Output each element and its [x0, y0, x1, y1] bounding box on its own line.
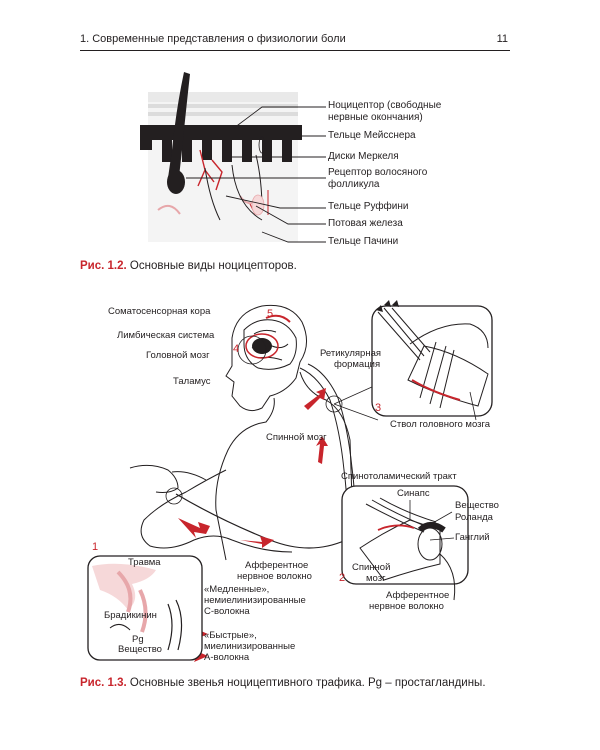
label-brainstem: Ствол головного мозга [390, 419, 491, 430]
label-merkel: Диски Меркеля [328, 151, 399, 162]
label-fast-fibers-2: миелинизированные [204, 641, 296, 652]
label-trauma: Травма [128, 557, 161, 568]
label-slow-fibers-1: «Медленные», [204, 584, 270, 595]
figure-caption-1-3: Рис. 1.3. Основные звенья ноцицептивного… [80, 677, 486, 689]
label-spinal-small-2: мозг [366, 573, 386, 584]
marker-5: 5 [267, 308, 274, 320]
label-nociceptor-2: нервные окончания) [328, 112, 423, 123]
label-bradykinin: Брадикинин [104, 610, 157, 621]
label-reticular-formation-1: Ретикулярная [320, 348, 381, 359]
label-afferent-main-2: нервное волокно [237, 571, 312, 582]
label-brain: Головной мозг [146, 350, 210, 361]
label-afferent-small-2: нервное волокно [369, 601, 444, 612]
header-rule [80, 50, 510, 51]
label-ganglion: Ганглий [455, 532, 490, 543]
marker-4: 4 [233, 343, 240, 355]
label-meissner: Тельце Мейсснера [328, 130, 416, 141]
page-number: 11 [496, 33, 508, 45]
label-fast-fibers-1: «Быстрые», [204, 630, 257, 641]
label-reticular-formation-2: формация [334, 359, 381, 370]
marker-2: 2 [339, 572, 346, 584]
label-slow-fibers-2: немиелинизированные [204, 595, 306, 606]
caption-text: Основные звенья ноцицептивного трафика. … [126, 677, 486, 689]
label-rolando-2: Роланда [455, 512, 493, 523]
running-header: 1. Современные представления о физиологи… [80, 33, 508, 49]
marker-3: 3 [375, 402, 382, 414]
caption-text: Основные виды ноцицепторов. [126, 260, 297, 272]
chapter-title: 1. Современные представления о физиологи… [80, 33, 346, 45]
label-substance: Вещество [118, 644, 162, 655]
marker-1: 1 [92, 541, 99, 553]
caption-prefix: Рис. 1.2. [80, 260, 127, 272]
label-limbic-system: Лимбическая система [117, 330, 215, 341]
label-hair-receptor-2: фолликула [328, 179, 380, 190]
label-spinal-cord: Спинной мозг [266, 432, 327, 443]
label-slow-fibers-3: С-волокна [204, 606, 250, 617]
label-spinal-small-1: Спинной [352, 562, 391, 573]
label-ruffini: Тельце Руффини [328, 201, 409, 212]
caption-prefix: Рис. 1.3. [80, 677, 127, 689]
label-hair-receptor-1: Рецептор волосяного [328, 167, 428, 178]
label-pg: Pg [132, 634, 144, 645]
label-rolando-1: Вещество [455, 500, 499, 511]
label-somatosensory-cortex: Соматосенсорная кора [108, 306, 211, 317]
label-afferent-small-1: Афферентное [386, 590, 450, 601]
label-afferent-main-1: Афферентное [245, 560, 309, 571]
label-thalamus: Таламус [173, 376, 211, 387]
label-sweat-gland: Потовая железа [328, 218, 403, 229]
label-nociceptor-1: Ноцицептор (свободные [328, 100, 442, 111]
figure-caption-1-2: Рис. 1.2. Основные виды ноцицепторов. [80, 260, 297, 272]
label-pacini: Тельце Пачини [328, 236, 399, 247]
label-synapse: Синапс [397, 488, 430, 499]
label-spinothalamic-tract: Спинотоламический тракт [341, 471, 457, 482]
label-fast-fibers-3: А-волокна [204, 652, 250, 663]
